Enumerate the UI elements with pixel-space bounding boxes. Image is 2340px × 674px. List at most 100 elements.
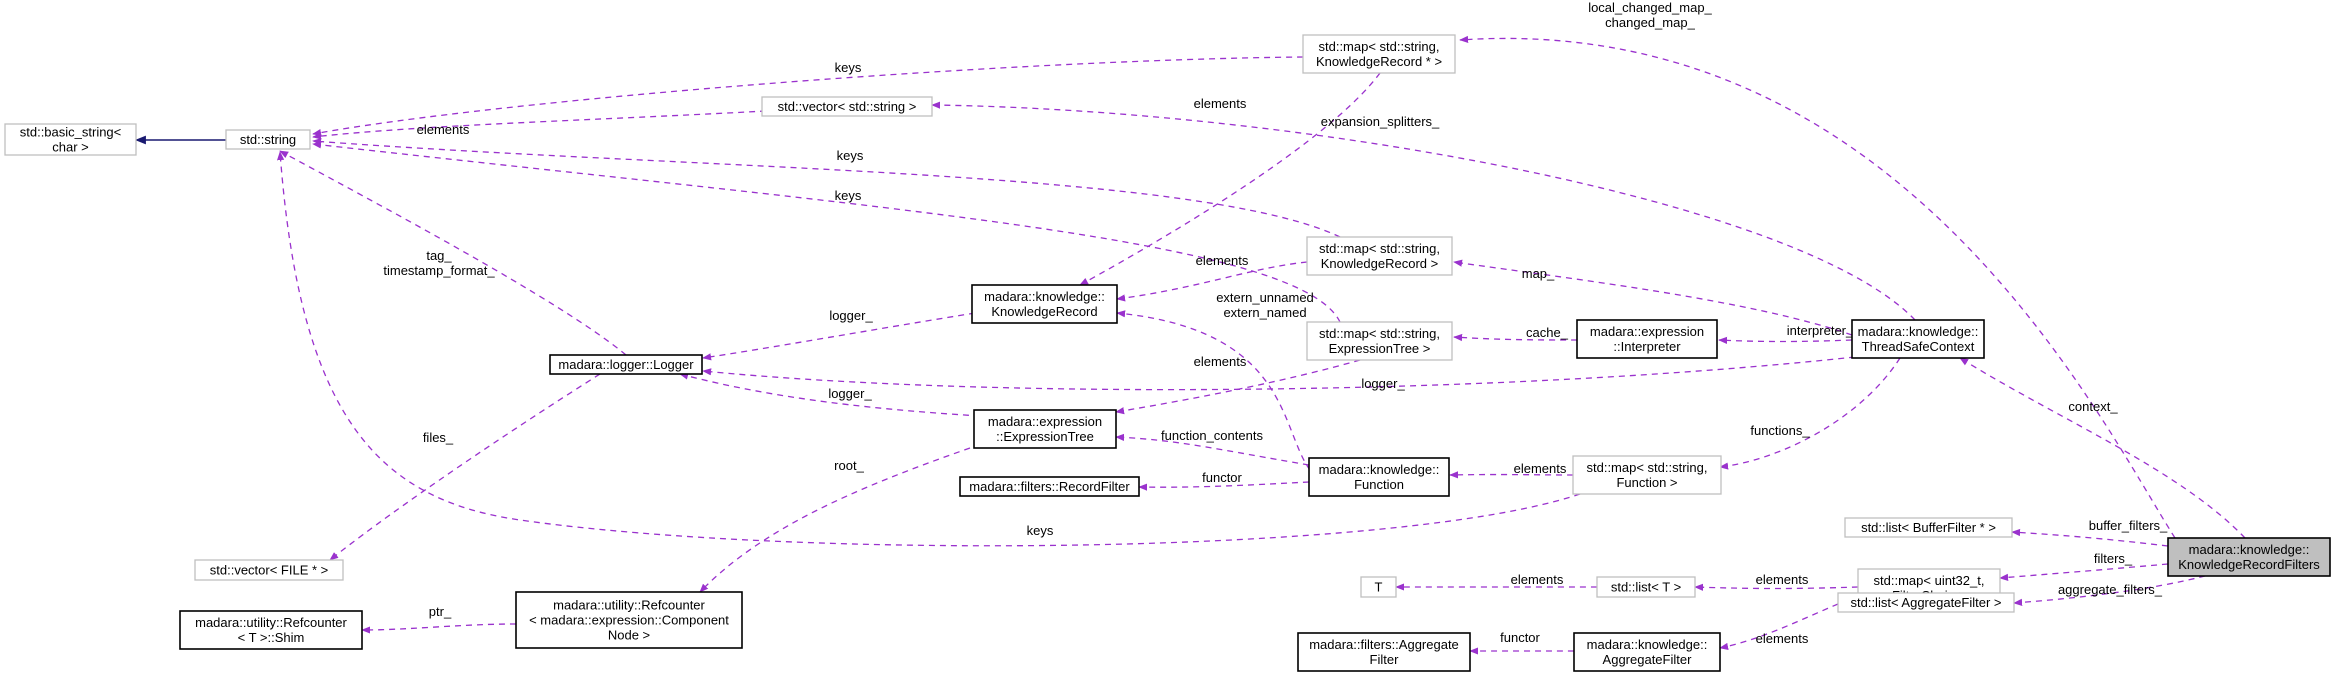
node-list-t[interactable]: std::list< T > (1596, 576, 1696, 598)
node-expression-tree[interactable]: madara::expression::ExpressionTree (973, 409, 1117, 449)
node-box (1576, 319, 1718, 359)
edge-label-elements-tree: elements (1194, 354, 1247, 369)
edge-labels-layer: local_changed_map_changed_map_keys elemen… (383, 0, 2168, 646)
node-label: char > (52, 140, 89, 155)
edge-label-tag: tag_ (426, 248, 452, 263)
edge-label-logger-record: logger_ (829, 308, 873, 323)
edge-elements-list-t (1694, 583, 1859, 591)
edge-cache (1453, 333, 1578, 342)
edge-aggregate-filters (2013, 575, 2206, 606)
edge-logger-tsc (702, 356, 1856, 391)
node-box (1851, 319, 1985, 359)
node-map-string-tree[interactable]: std::map< std::string,ExpressionTree > (1306, 321, 1453, 361)
node-vector-file[interactable]: std::vector< FILE * > (194, 559, 344, 581)
edge-elements-map-ptr (1079, 72, 1381, 286)
node-label: madara::utility::Refcounter (195, 615, 347, 630)
edge-ptr (361, 623, 517, 634)
edge-label-aggregate-filters: aggregate_filters_ (2058, 582, 2163, 597)
node-box (1596, 576, 1696, 598)
node-basic-string[interactable]: std::basic_string<char > (4, 123, 137, 156)
node-box (4, 123, 137, 156)
node-box (2167, 537, 2331, 577)
node-knowledge-record-filters[interactable]: madara::knowledge::KnowledgeRecordFilter… (2167, 537, 2331, 577)
edge-label-keys-mid: keys (837, 148, 864, 163)
node-box (194, 559, 344, 581)
node-label: std::basic_string< (20, 125, 122, 140)
node-label: madara::knowledge:: (1319, 462, 1440, 477)
node-string[interactable]: std::string (225, 129, 311, 150)
edge-map- (1453, 259, 1853, 336)
node-label: std::map< std::string, (1586, 460, 1707, 475)
node-box (959, 476, 1140, 497)
node-label: KnowledgeRecord (991, 304, 1097, 319)
edge-label-keys-tree: keys (835, 188, 862, 203)
node-knowledge-record[interactable]: madara::knowledge::KnowledgeRecord (971, 284, 1118, 324)
edge-elements-vector (312, 110, 767, 140)
node-aggregate-filter-base[interactable]: madara::filters::AggregateFilter (1297, 632, 1471, 672)
node-label: madara::knowledge:: (1858, 324, 1979, 339)
node-label: < madara::expression::Component (529, 613, 729, 628)
node-label: madara::logger::Logger (558, 357, 694, 372)
node-label: Function > (1616, 475, 1677, 490)
node-interpreter[interactable]: madara::expression::Interpreter (1576, 319, 1718, 359)
node-list-aggregate-filter[interactable]: std::list< AggregateFilter > (1837, 592, 2015, 613)
node-label: std::map< std::string, (1319, 326, 1440, 341)
node-map-string-record[interactable]: std::map< std::string,KnowledgeRecord > (1306, 236, 1453, 276)
node-box (971, 284, 1118, 324)
node-label: < T >::Shim (238, 630, 305, 645)
edges-layer (134, 35, 2246, 655)
node-record-filter[interactable]: madara::filters::RecordFilter (959, 476, 1140, 497)
node-label: madara::knowledge:: (984, 289, 1105, 304)
node-label: KnowledgeRecord > (1321, 256, 1438, 271)
edge-elements-record (1116, 261, 1308, 302)
node-label: madara::utility::Refcounter (553, 598, 705, 613)
edge-label-local-changed-map: changed_map_ (1605, 15, 1695, 30)
node-label: ::ExpressionTree (996, 429, 1094, 444)
node-label: T (1375, 580, 1383, 595)
node-knowledge-aggregate-filter[interactable]: madara::knowledge::AggregateFilter (1573, 632, 1721, 672)
node-t[interactable]: T (1360, 576, 1397, 598)
edge-label-function-contents: function_contents (1161, 428, 1263, 443)
node-thread-safe-context[interactable]: madara::knowledge::ThreadSafeContext (1851, 319, 1985, 359)
edge-label-root: root_ (834, 458, 864, 473)
node-logger[interactable]: madara::logger::Logger (549, 354, 703, 375)
edge-label-elements-aggregate: elements (1756, 631, 1809, 646)
node-function[interactable]: madara::knowledge::Function (1308, 457, 1450, 497)
node-refcounter-shim[interactable]: madara::utility::Refcounter< T >::Shim (179, 610, 363, 650)
edge-tag (279, 150, 627, 356)
node-box (761, 96, 933, 117)
node-label: std::vector< FILE * > (210, 563, 329, 578)
node-box (1837, 592, 2015, 613)
node-refcounter-component[interactable]: madara::utility::Refcounter< madara::exp… (515, 591, 743, 649)
node-label: std::list< BufferFilter * > (1861, 520, 1996, 535)
node-label: Function (1354, 477, 1404, 492)
node-label: ::Interpreter (1613, 339, 1681, 354)
node-box (225, 129, 311, 150)
node-label: ThreadSafeContext (1862, 339, 1975, 354)
edge-label-expansion-splitters: expansion_splitters_ (1321, 114, 1440, 129)
node-box (1308, 457, 1450, 497)
edge-label-ptr: ptr_ (429, 604, 452, 619)
edge-label-tag: timestamp_format_ (383, 263, 495, 278)
edge-interpreter- (1718, 336, 1853, 344)
edge-label-functor-aggregate: functor (1500, 630, 1540, 645)
node-vector-string[interactable]: std::vector< std::string > (761, 96, 933, 117)
edge-label-cache: cache_ (1526, 325, 1569, 340)
node-box (1306, 236, 1453, 276)
edge-label-functions: functions_ (1750, 423, 1810, 438)
edge-label-elements-function: elements (1514, 461, 1567, 476)
node-box (973, 409, 1117, 449)
edge-label-logger-tsc: logger_ (1361, 376, 1405, 391)
edge-extern (1116, 310, 1311, 471)
edge-expansion-splitters (931, 101, 1916, 321)
node-map-string-function[interactable]: std::map< std::string,Function > (1572, 455, 1722, 495)
node-box (1306, 321, 1453, 361)
node-map-string-record-ptr[interactable]: std::map< std::string,KnowledgeRecord * … (1302, 34, 1456, 74)
node-box (1844, 517, 2013, 538)
edge-label-local-changed-map: local_changed_map_ (1588, 0, 1712, 15)
node-label: Filter (1370, 652, 1400, 667)
edge-functions (1719, 357, 1901, 470)
edge-buffer-filters (2011, 528, 2169, 547)
node-list-buffer-filter[interactable]: std::list< BufferFilter * > (1844, 517, 2013, 538)
nodes-layer: std::basic_string<char >std::stringstd::… (4, 34, 2331, 672)
